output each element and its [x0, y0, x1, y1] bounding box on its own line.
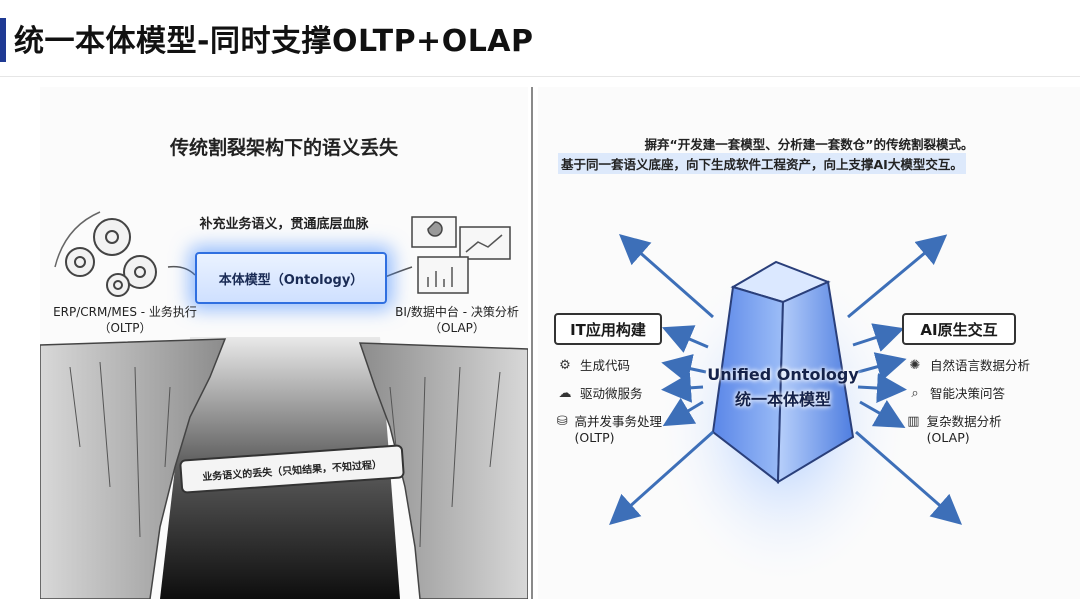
olap-side-label: BI/数据中台 - 决策分析（OLAP） — [395, 305, 519, 335]
slide-header: 统一本体模型-同时支撑OLTP+OLAP — [0, 0, 1080, 77]
ai-native-header-label: AI原生交互 — [920, 320, 998, 339]
ontology-bridge: 本体模型（Ontology） — [195, 252, 387, 304]
it-item-label: 生成代码 — [580, 358, 631, 373]
semantic-loss-label: 业务语义的丢失（只知结果，不知过程） — [201, 459, 383, 483]
chart-icon: ▥ — [907, 414, 920, 429]
panel-divider — [531, 87, 533, 599]
crystal-icon — [711, 260, 855, 484]
ai-item-label: 自然语言数据分析 — [930, 358, 1031, 373]
ontology-hub-illustration — [609, 234, 963, 577]
database-icon: ⛁ — [556, 414, 568, 429]
ai-item-qa: ⌕ 智能决策问答 — [906, 386, 1005, 402]
oltp-side-label: ERP/CRM/MES - 业务执行（OLTP） — [53, 305, 197, 335]
title-accent-bar — [0, 18, 6, 62]
left-title: 传统割裂架构下的语义丢失 — [169, 137, 398, 159]
unified-ontology-label: Unified Ontology 统一本体模型 — [698, 365, 868, 410]
unified-ontology-en: Unified Ontology — [707, 365, 859, 384]
ai-item-label: 智能决策问答 — [930, 386, 1006, 401]
gears-icon — [65, 218, 157, 297]
it-item-microservices: ☁ 驱动微服务 — [556, 386, 643, 402]
it-item-oltp: ⛁ 高并发事务处理 (OLTP) — [556, 414, 666, 446]
it-item-label: 高并发事务处理 (OLTP) — [574, 414, 663, 445]
cloud-icon: ☁ — [558, 386, 572, 401]
right-illustration: 摒弃“开发建一套模型、分析建一套数仓”的传统割裂模式。 基于同一套语义底座，向下… — [538, 87, 1080, 599]
left-cliff — [40, 338, 227, 599]
slide-title: 统一本体模型-同时支撑OLTP+OLAP — [14, 24, 534, 59]
magnifier-icon: ⌕ — [911, 386, 919, 401]
it-item-codegen: ⚙ 生成代码 — [556, 358, 630, 374]
it-apps-header: IT应用构建 — [554, 313, 662, 345]
intro-line-2: 基于同一套语义底座，向下生成软件工程资产，向上支撑AI大模型交互。 — [558, 153, 966, 174]
ai-item-label: 复杂数据分析 (OLAP) — [926, 414, 1002, 445]
ai-item-olap: ▥ 复杂数据分析 (OLAP) — [906, 414, 1026, 446]
dashboard-icon — [411, 216, 511, 294]
ontology-caption: 补充业务语义，贯通底层血脉 — [199, 217, 369, 232]
brain-icon: ✺ — [909, 358, 921, 373]
it-apps-header-label: IT应用构建 — [570, 320, 646, 339]
it-item-label: 驱动微服务 — [580, 386, 643, 401]
unified-ontology-zh: 统一本体模型 — [734, 390, 831, 409]
left-illustration: 传统割裂架构下的语义丢失 补充业务语义，贯通底层血脉 本体模型（Ontology… — [40, 87, 528, 599]
right-cliff — [358, 342, 528, 599]
direction-arrows — [609, 234, 963, 526]
ontology-label: 本体模型（Ontology） — [218, 272, 364, 288]
ai-item-nl-analysis: ✺ 自然语言数据分析 — [906, 358, 1030, 374]
gears-icon: ⚙ — [559, 358, 571, 373]
ai-native-header: AI原生交互 — [902, 313, 1016, 345]
chasm-illustration — [40, 211, 528, 599]
intro-line-1: 摒弃“开发建一套模型、分析建一套数仓”的传统割裂模式。 — [644, 137, 974, 152]
